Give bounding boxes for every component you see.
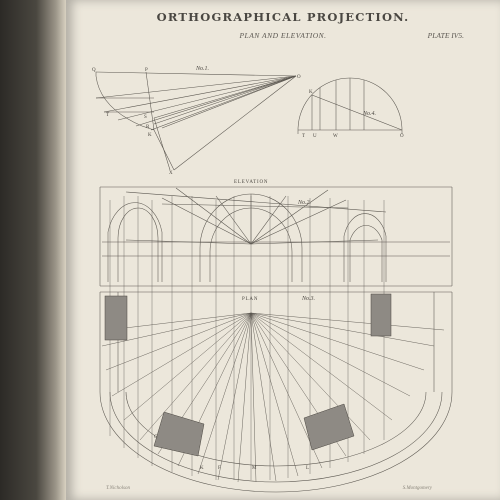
figure-3-label: No.3. [301,296,315,302]
point-label: K [148,133,152,138]
point-label: R [146,125,150,130]
figure-1-construction [95,71,297,171]
point-label: T [302,134,305,139]
engraver-credit-left: T.Nicholson [106,486,130,491]
point-label: G [154,435,158,440]
shaded-sections [104,293,392,457]
shaded-pier-right [370,293,392,337]
plate-number: PLATE IV5. [427,31,464,40]
point-label: L [306,466,309,471]
plan-point-labels: G K F M L [154,435,309,471]
point-label: K [309,90,313,95]
elevation-frame [99,186,453,287]
plan-radiating-lines [101,312,445,483]
figure-2-label: No.2. [297,200,311,206]
shaded-section-bottom-left [153,411,205,457]
point-label: U [313,134,317,139]
point-label: T [106,113,109,118]
figure-1-label: No.1. [195,66,209,72]
engraver-credit-right: S.Montgomery [402,486,432,491]
elevation-caption: ELEVATION [234,180,268,185]
point-label: X [169,171,173,176]
point-label: M [252,466,257,471]
elevation-arches [102,193,450,282]
elevation-radiating-lines [125,187,387,245]
figure-4-point-labels: K T U W O [302,90,404,139]
plate-subtitle: PLAN AND ELEVATION. [239,31,327,40]
point-label: O [297,75,301,80]
plan-caption: PLAN [242,297,258,302]
point-label: K [200,466,204,471]
shaded-pier-left [104,295,128,341]
projection-drawing: No.1. No.4. No.2. No.3. ELEVATION PLAN Q… [92,66,453,493]
point-label: O [400,134,404,139]
figure-1-point-labels: Q P O T S R K X [92,68,301,176]
book-gutter [0,0,66,500]
plan-outline [99,291,453,493]
figure-4-semicircle [297,77,403,134]
point-label: W [333,134,338,139]
shaded-section-bottom-right [303,403,355,451]
plate-title: ORTHOGRAPHICAL PROJECTION. [156,10,410,24]
point-label: Q [92,68,96,73]
engraved-plate: ORTHOGRAPHICAL PROJECTION. PLAN AND ELEV… [66,0,500,500]
point-label: F [218,466,221,471]
point-label: P [145,68,148,73]
figure-4-label: No.4. [362,110,376,117]
point-label: S [144,115,147,120]
